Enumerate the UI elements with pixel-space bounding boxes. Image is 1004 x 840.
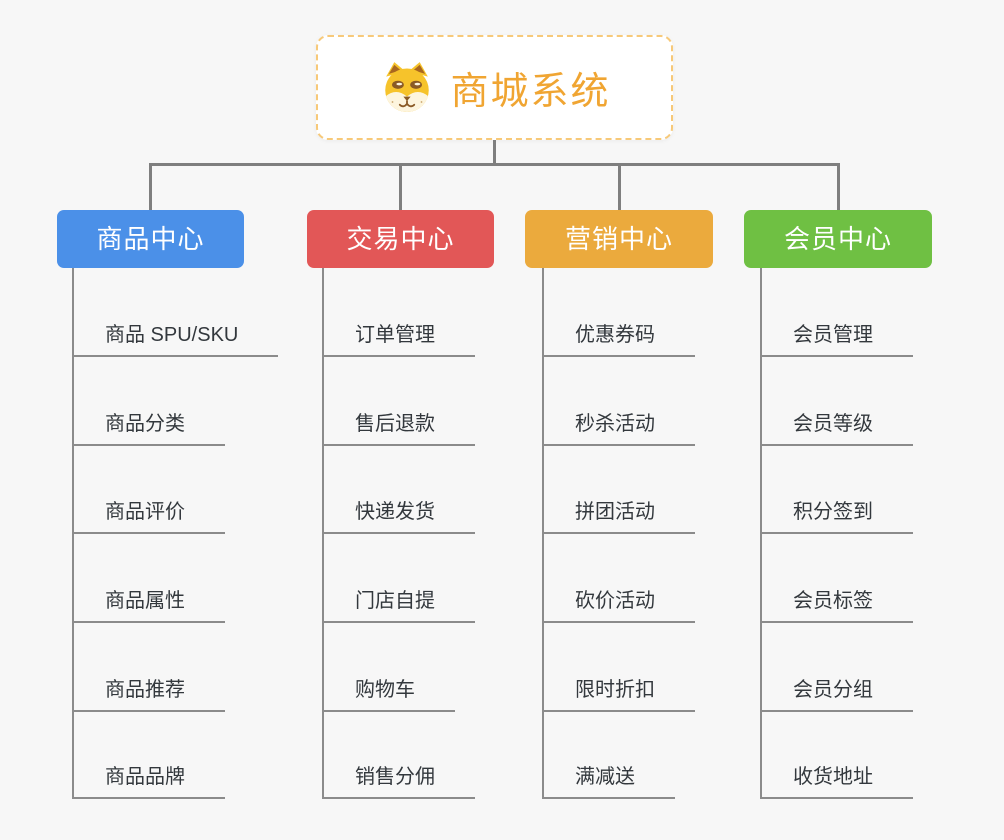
branch-column-marketing: 优惠券码 秒杀活动 拼团活动 砍价活动 限时折扣 满减送 xyxy=(542,268,782,808)
connector-drop-1 xyxy=(149,166,152,210)
leaf-node[interactable]: 秒杀活动 xyxy=(542,411,695,446)
root-title: 商城系统 xyxy=(450,71,611,113)
shiba-dog-icon xyxy=(385,62,430,112)
connector-drop-2 xyxy=(399,166,402,210)
leaf-node[interactable]: 收货地址 xyxy=(760,764,913,799)
branch-node-trade-center[interactable]: 交易中心 xyxy=(307,210,494,268)
leaf-node[interactable]: 限时折扣 xyxy=(542,677,695,712)
leaf-node[interactable]: 会员标签 xyxy=(760,588,913,623)
branch-column-member: 会员管理 会员等级 积分签到 会员标签 会员分组 收货地址 xyxy=(760,268,1000,808)
connector-drop-3 xyxy=(618,166,621,210)
leaf-node[interactable]: 订单管理 xyxy=(322,322,475,357)
connector-root-stub xyxy=(493,140,496,163)
leaf-node[interactable]: 满减送 xyxy=(542,764,675,799)
leaf-node[interactable]: 门店自提 xyxy=(322,588,475,623)
leaf-node[interactable]: 砍价活动 xyxy=(542,588,695,623)
branch-node-member-center[interactable]: 会员中心 xyxy=(744,210,932,268)
leaf-node[interactable]: 会员管理 xyxy=(760,322,913,357)
leaf-node[interactable]: 会员等级 xyxy=(760,411,913,446)
leaf-node[interactable]: 积分签到 xyxy=(760,499,913,534)
leaf-node[interactable]: 商品 SPU/SKU xyxy=(72,322,279,357)
branch-column-trade: 订单管理 售后退款 快递发货 门店自提 购物车 销售分佣 xyxy=(322,268,562,808)
leaf-node[interactable]: 优惠券码 xyxy=(542,322,695,357)
leaf-node[interactable]: 商品品牌 xyxy=(72,764,225,799)
leaf-node[interactable]: 售后退款 xyxy=(322,411,475,446)
leaf-node[interactable]: 快递发货 xyxy=(322,499,475,534)
branch-column-product: 商品 SPU/SKU 商品分类 商品评价 商品属性 商品推荐 商品品牌 xyxy=(72,268,312,808)
leaf-node[interactable]: 会员分组 xyxy=(760,677,913,712)
leaf-node[interactable]: 购物车 xyxy=(322,677,455,712)
leaf-node[interactable]: 商品属性 xyxy=(72,588,225,623)
leaf-node[interactable]: 拼团活动 xyxy=(542,499,695,534)
connector-rail xyxy=(149,163,840,166)
connector-drop-4 xyxy=(837,166,840,210)
leaf-node[interactable]: 商品分类 xyxy=(72,411,225,446)
leaf-node[interactable]: 商品推荐 xyxy=(72,677,225,712)
branch-node-marketing-center[interactable]: 营销中心 xyxy=(525,210,713,268)
root-node[interactable]: 商城系统 xyxy=(316,35,673,140)
leaf-node[interactable]: 商品评价 xyxy=(72,499,225,534)
leaf-node[interactable]: 销售分佣 xyxy=(322,764,475,799)
branch-node-product-center[interactable]: 商品中心 xyxy=(57,210,244,268)
